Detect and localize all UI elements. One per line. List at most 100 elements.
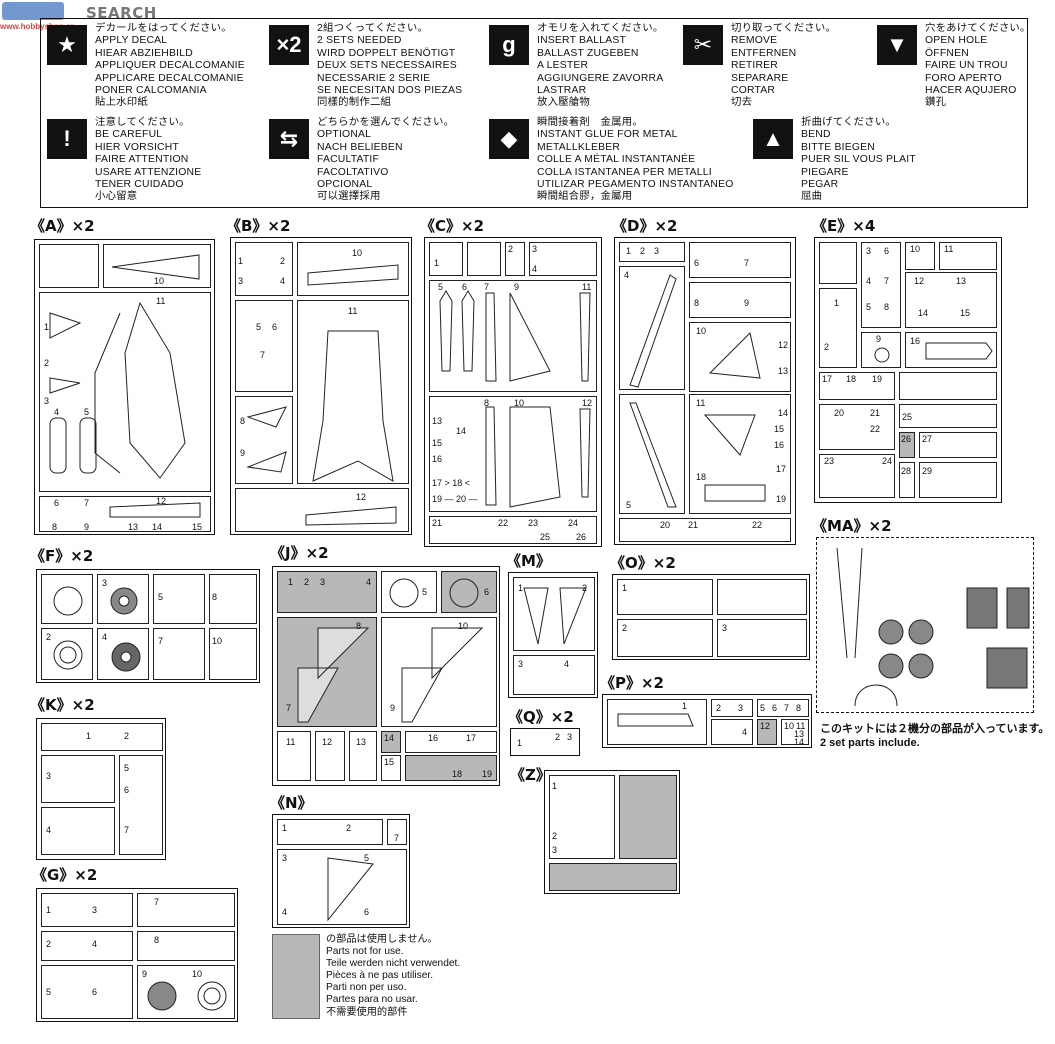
part-cell: 1 2 [513, 577, 595, 651]
part-number: 18 [846, 374, 857, 384]
part-number: 6 [92, 987, 98, 997]
part-cell [899, 372, 997, 400]
part-cell: 11 [277, 731, 311, 781]
part-number: 26 [901, 434, 912, 444]
part-number: 17 [822, 374, 833, 384]
part-number: 1 [238, 256, 244, 266]
part-number: 15 [384, 757, 395, 767]
part-number: 6 [364, 907, 370, 917]
part-cell: 1 [617, 579, 713, 615]
part-number: 11 [286, 737, 296, 747]
part-cell: 25 [899, 404, 997, 428]
part-cell: 9 10 [137, 965, 235, 1019]
part-cell: 15 [381, 755, 401, 781]
part-number: 14 [794, 737, 805, 747]
part-cell: 2 [41, 628, 93, 680]
runner-f-frame: 3 5 8 2 4 7 10 [36, 569, 260, 683]
part-number: 12 [356, 492, 367, 502]
part-cell-not-used [549, 863, 677, 891]
part-number: 5 [84, 407, 90, 417]
part-cell: 5 6 7 9 11 [429, 280, 597, 392]
part-number: 19 [872, 374, 883, 384]
part-cell: 10 [103, 244, 211, 288]
part-cell: 1 [607, 699, 707, 745]
part-number: 5 [46, 987, 52, 997]
part-number: 6 [54, 498, 60, 508]
grey-swatch [272, 934, 320, 1019]
runner-d-frame: 1 2 3 6 7 8 9 4 10 12 13 5 11 14 [614, 237, 796, 545]
part-cell: 10 [905, 242, 935, 270]
runner-k-frame: 1 2 3 5 6 7 4 [36, 718, 166, 860]
part-number: 15 [432, 438, 443, 448]
part-number: 16 [774, 440, 785, 450]
part-number: 6 [462, 282, 468, 292]
part-cell-not-used: 12 [757, 719, 777, 745]
part-cell-not-used: 14 [381, 731, 401, 753]
part-cell: 5 [619, 394, 685, 514]
runner-e: 《E》×4 3 6 4 7 5 8 10 11 12 13 14 15 2 1 … [812, 215, 1002, 505]
part-cell: 3 4 [513, 655, 595, 695]
part-cell: 10 12 13 [689, 322, 791, 392]
part-cell [717, 579, 807, 615]
part-number: 19 [482, 769, 493, 779]
legend-decal-text: デカールをはってください。 APPLY DECAL HIEAR ABZIEHBI… [95, 23, 245, 109]
part-number: 10 [910, 244, 921, 254]
runner-g-frame: 1 3 7 2 4 8 5 6 9 10 [36, 888, 238, 1022]
symbol-legend: ★ デカールをはってください。 APPLY DECAL HIEAR ABZIEH… [40, 18, 1030, 208]
part-number: 11 [582, 282, 592, 292]
part-number: 7 [84, 498, 90, 508]
part-number: 20 [834, 408, 845, 418]
part-number: 12 [156, 496, 167, 506]
part-number: 14 [456, 426, 467, 436]
part-number: 10 [154, 276, 165, 286]
runner-m-label: 《M》 [506, 552, 551, 570]
part-number: 2 [508, 244, 514, 254]
part-number: 1 [46, 905, 52, 915]
part-cell [819, 242, 857, 284]
runner-ma: 《MA》×2 [812, 515, 1034, 715]
part-number: 9 [84, 522, 90, 532]
part-number: 7 [394, 833, 400, 843]
part-number: 7 [260, 350, 266, 360]
part-cell [39, 244, 99, 288]
part-cell: 21 22 23 24 25 26 [429, 516, 597, 544]
legend-careful-text: 注意してください。 BE CAREFUL HIER VORSICHT FAIRE… [95, 117, 202, 203]
part-cell-not-used: 26 [899, 432, 915, 458]
runner-m-frame: 1 2 3 4 [508, 572, 598, 698]
part-number: 2 [346, 823, 352, 833]
part-number: 3 [238, 276, 244, 286]
part-number: 4 [54, 407, 60, 417]
part-number: 14 [384, 733, 395, 743]
part-number: 12 [914, 276, 925, 286]
two-set-note-en: 2 set parts include. [820, 737, 920, 749]
part-number: 22 [498, 518, 509, 528]
part-number: 27 [922, 434, 933, 444]
part-number: 2 [824, 342, 830, 352]
part-cell: 5 [381, 571, 437, 613]
not-used-legend: の部品は使用しません。 Parts not for use. Teile wer… [272, 934, 484, 1019]
part-number: 1 [834, 298, 840, 308]
part-number: 2 [280, 256, 286, 266]
part-cell: 10 [297, 242, 409, 296]
part-cell: 7 [153, 628, 205, 680]
part-number: 3 [722, 623, 728, 633]
runner-q: 《Q》×2 1 2 3 [508, 706, 584, 758]
part-number: 17 > 18 < [432, 478, 471, 488]
not-used-text: の部品は使用しません。 Parts not for use. Teile wer… [326, 934, 461, 1018]
part-number: 12 [322, 737, 333, 747]
part-number: 5 [422, 587, 428, 597]
part-number: 10 [212, 636, 223, 646]
part-cell: 20 21 22 [619, 518, 791, 542]
part-number: 1 [622, 583, 628, 593]
runner-c-frame: 1 2 3 4 5 6 7 9 11 8 10 12 13 14 15 [424, 237, 602, 547]
runner-p-label: 《P》×2 [600, 674, 664, 692]
part-cell: 10 11 13 14 [781, 719, 809, 747]
part-number: 1 [682, 701, 688, 711]
part-number: 8 [154, 935, 160, 945]
part-number: 8 [356, 621, 362, 631]
part-number: 8 [240, 416, 246, 426]
runner-n-label: 《N》 [270, 794, 313, 812]
part-number: 1 [282, 823, 288, 833]
runner-e-frame: 3 6 4 7 5 8 10 11 12 13 14 15 2 1 9 [814, 237, 1002, 503]
part-number: 4 [624, 270, 630, 280]
